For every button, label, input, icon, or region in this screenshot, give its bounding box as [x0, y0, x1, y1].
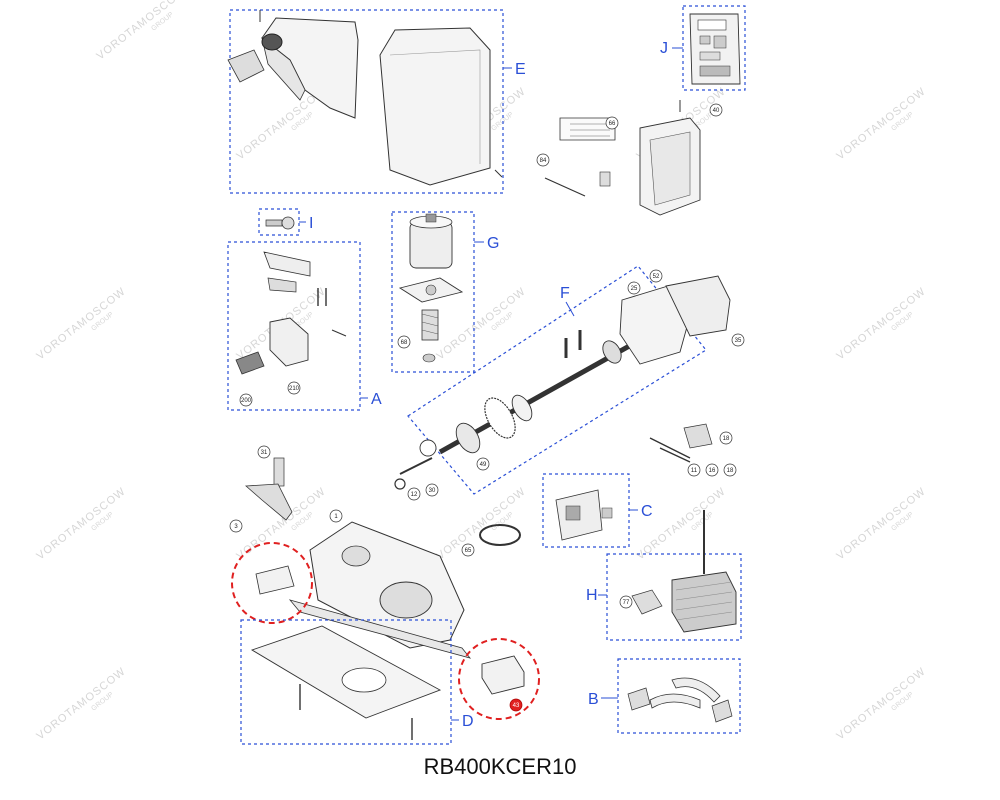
group-i-frame	[258, 208, 300, 236]
group-a[interactable]: A 200 210	[227, 241, 382, 411]
gearmotor-base: 31 3 1 65	[229, 445, 521, 659]
watermark-text: VOROTAMOSCOW	[434, 485, 528, 562]
foundation-plate-part	[250, 625, 442, 719]
part-number-52: 52	[653, 274, 660, 280]
watermark-text: VOROTAMOSCOW	[834, 485, 928, 562]
group-g-label: G	[487, 235, 499, 252]
group-a-frame	[227, 241, 361, 411]
limit-switch-parts: 11 16 18 18	[649, 423, 737, 477]
part-number-210: 210	[289, 386, 300, 392]
watermark-text: VOROTAMOSCOW	[634, 485, 728, 562]
group-e-label: E	[515, 61, 526, 78]
group-g[interactable]: G 68	[391, 211, 499, 373]
highlight-circle-left	[231, 542, 313, 624]
part-number-1: 1	[334, 514, 338, 520]
highlight-markers: 43	[231, 542, 540, 720]
group-h-frame	[606, 553, 742, 641]
toothed-wheel-part	[484, 397, 516, 439]
group-f-label: F	[560, 285, 570, 302]
group-d[interactable]: D	[240, 619, 474, 745]
watermark-text: VOROTAMOSCOW	[34, 285, 128, 362]
highlighted-part-43	[481, 655, 525, 695]
part-number-200: 200	[241, 398, 252, 404]
release-lever-part	[263, 251, 311, 277]
group-h[interactable]: H 77	[586, 510, 742, 641]
part-number-31: 31	[261, 450, 268, 456]
release-cylinder-part	[235, 351, 265, 375]
electric-motor-part	[409, 221, 453, 269]
capacitor-part	[631, 589, 663, 615]
group-g-frame	[391, 211, 475, 373]
worm-screw-part	[421, 309, 439, 341]
antenna-wire-part	[544, 177, 586, 197]
watermark-text: VOROTAMOSCOW	[34, 665, 128, 742]
part-number-3: 3	[234, 524, 238, 530]
watermark-text: VOROTAMOSCOW	[834, 85, 928, 162]
part-number-40: 40	[713, 108, 720, 114]
group-c[interactable]: C	[542, 473, 653, 548]
release-handle-part	[245, 483, 293, 521]
group-j-frame	[682, 5, 746, 91]
group-d-label: D	[462, 713, 474, 730]
part-number-66: 66	[609, 121, 616, 127]
rear-cover-part	[379, 27, 491, 186]
watermark-text: VOROTAMOSCOW	[34, 485, 128, 562]
group-h-label: H	[586, 587, 598, 604]
part-number-16: 16	[709, 468, 716, 474]
control-box-assembly: 66 84 40	[536, 100, 723, 216]
gear-part	[455, 422, 481, 454]
group-e[interactable]: E	[227, 9, 526, 194]
cover-lock-part	[227, 49, 265, 83]
part-number-43-marker	[509, 698, 523, 712]
group-b-label: B	[588, 691, 599, 708]
group-j-label: J	[660, 40, 668, 57]
group-b[interactable]: B	[588, 658, 741, 734]
stopper-part	[255, 565, 295, 595]
part-number-18-b: 18	[727, 468, 734, 474]
group-i-label: I	[309, 215, 313, 232]
model-code-caption: RB400KCER10	[423, 754, 577, 779]
part-number-25: 25	[631, 286, 638, 292]
group-j[interactable]: J	[660, 5, 746, 91]
part-number-35: 35	[735, 338, 742, 344]
watermark-text: VOROTAMOSCOW	[434, 285, 528, 362]
group-f[interactable]: F 49 25 52 35	[399, 265, 745, 495]
key-part	[265, 219, 283, 227]
motor-support-part	[665, 275, 731, 337]
watermark-text: VOROTAMOSCOW	[834, 285, 928, 362]
group-c-label: C	[641, 503, 653, 520]
part-number-77: 77	[623, 600, 630, 606]
part-number-68: 68	[401, 340, 408, 346]
transformer-part	[671, 571, 737, 633]
part-number-12: 12	[411, 492, 418, 498]
part-number-49: 49	[480, 462, 487, 468]
highlight-circle-right	[458, 638, 540, 720]
bracket-clamp-part	[627, 687, 651, 711]
group-d-frame	[240, 619, 452, 745]
group-a-label: A	[371, 391, 382, 408]
part-number-65: 65	[465, 548, 472, 554]
bracket-strap-part	[671, 677, 721, 703]
group-i[interactable]: I	[258, 208, 313, 236]
part-number-43: 43	[513, 703, 520, 709]
terminal-strip-part	[559, 117, 616, 141]
watermark-text: VOROTAMOSCOW	[94, 0, 188, 62]
release-housing-part	[269, 317, 309, 367]
part-number-84: 84	[540, 158, 547, 164]
part-number-30: 30	[429, 488, 436, 494]
part-number-18-a: 18	[723, 436, 730, 442]
bearing-part	[602, 340, 622, 364]
part-number-11: 11	[691, 468, 698, 474]
group-b-frame	[617, 658, 741, 734]
watermark-text: VOROTAMOSCOW	[834, 665, 928, 742]
